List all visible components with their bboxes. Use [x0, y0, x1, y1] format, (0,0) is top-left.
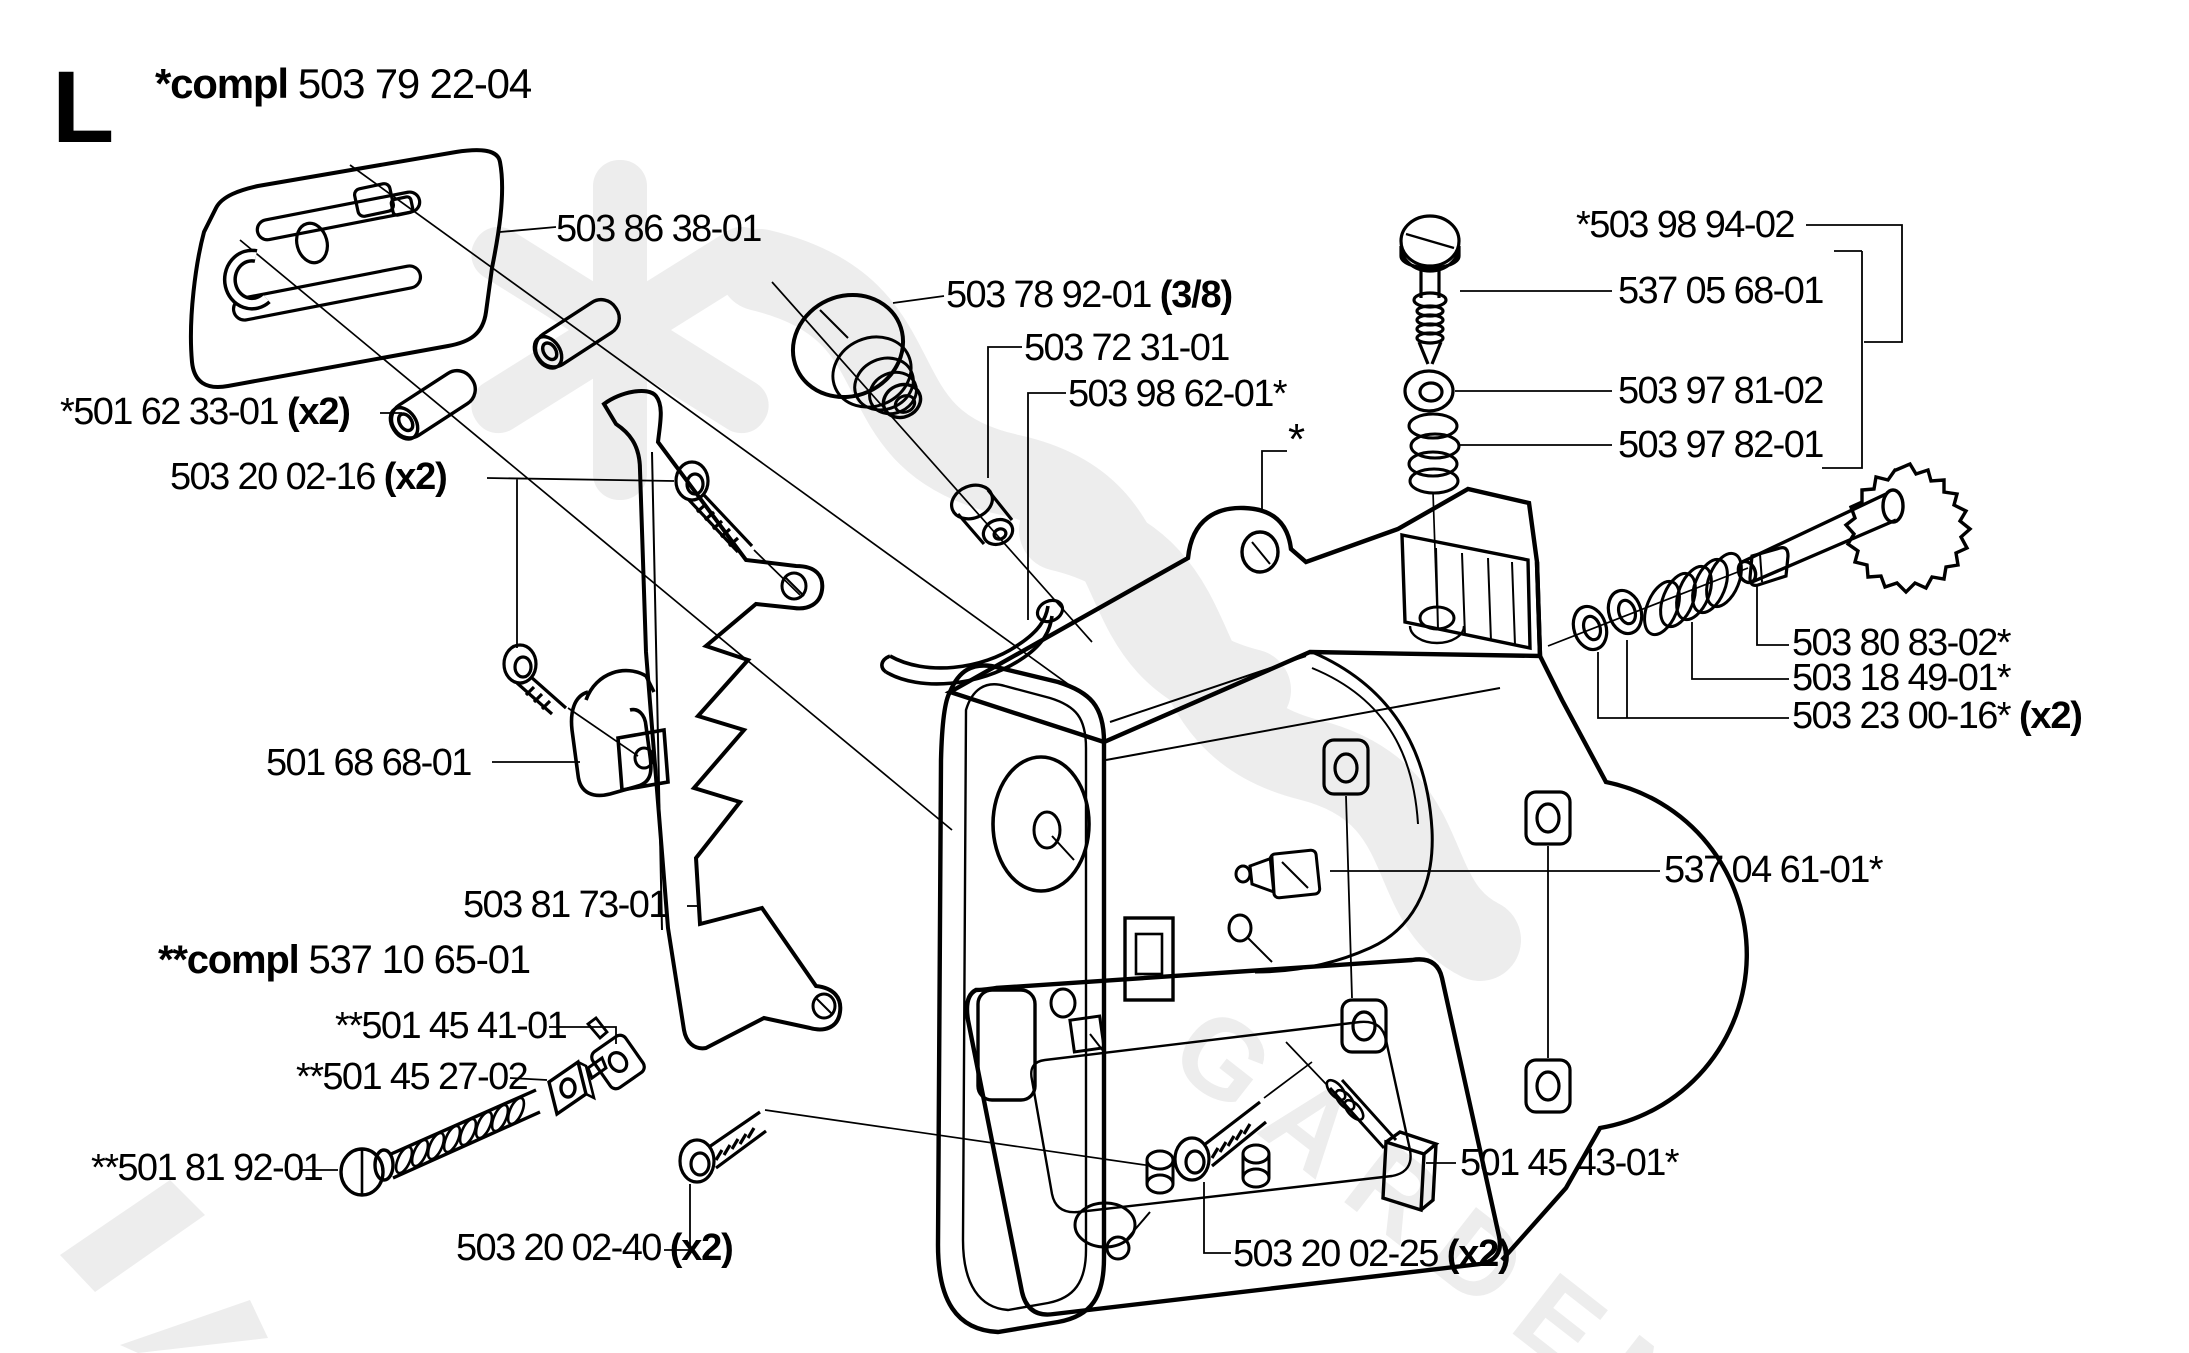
crankcase-body	[880, 486, 1749, 1335]
asterisk-callout: *	[1288, 415, 1306, 464]
oil-grommet	[790, 292, 923, 420]
part-label-503-23-00-16: 503 23 00-16*(x2)	[1792, 695, 2083, 737]
screw-4543-square-head	[1325, 1078, 1440, 1213]
part-label-501-45-43-01: 501 45 43-01*	[1460, 1142, 1680, 1184]
part-label-537-04-61-01: 537 04 61-01*	[1664, 849, 1884, 891]
part-label-503-20-02-40: 503 20 02-40(x2)	[456, 1227, 734, 1269]
assembly-axis-lines	[239, 164, 1749, 1167]
chain-guide-clip	[569, 668, 670, 798]
part-label-503-86-38-01: 503 86 38-01	[556, 208, 762, 250]
tensioner-washers	[1571, 588, 1644, 652]
watermark-swoosh	[719, 229, 1521, 981]
part-label-503-18-49-01: 503 18 49-01*	[1792, 657, 2012, 699]
tensioner-screw-vertical	[1399, 214, 1461, 365]
tensioner-key	[1748, 546, 1790, 587]
square-nut-4527	[547, 1055, 608, 1117]
screw-2016-a	[674, 460, 754, 554]
collar-pin-2	[388, 368, 477, 441]
part-label-503-20-02-16: 503 20 02-16(x2)	[170, 456, 448, 498]
part-label-503-80-83-02: 503 80 83-02*	[1792, 622, 2012, 664]
part-label-537-05-68-01: 537 05 68-01	[1618, 270, 1824, 312]
bolt-2040	[678, 1110, 767, 1184]
tensioner-spring-horizontal	[1643, 551, 1743, 637]
guide-plate	[188, 148, 505, 389]
bolt-2025	[1173, 1100, 1268, 1182]
part-label-501-68-68-01: 501 68 68-01	[266, 742, 472, 784]
leader-lines	[299, 224, 1903, 1254]
tensioner-gear-screw	[1736, 461, 1973, 595]
part-label-503-81-73-01: 503 81 73-01	[463, 884, 669, 926]
baffle-plate	[601, 388, 843, 1051]
part-label-503-98-62-01: 503 98 62-01*	[1068, 373, 1288, 415]
part-label-501-62-33-01: *501 62 33-01(x2)	[60, 391, 351, 433]
part-label-501-45-27-02: **501 45 27-02	[296, 1056, 529, 1098]
tensioner-spring-vertical	[1407, 412, 1461, 495]
tensioner-washer	[1403, 369, 1455, 413]
section-letter: L	[52, 50, 115, 164]
part-label-503-98-94-02: *503 98 94-02	[1576, 204, 1796, 246]
bushing	[950, 483, 1015, 547]
part-label-503-72-31-01: 503 72 31-01	[1024, 327, 1230, 369]
watermark-logo	[60, 160, 769, 1353]
part-label-501-45-41-01: **501 45 41-01	[335, 1005, 568, 1047]
part-label-503-20-02-25: 503 20 02-25(x2)	[1233, 1233, 1511, 1275]
adjuster-pin-4541	[585, 1016, 646, 1091]
part-label-501-81-92-01: **501 81 92-01	[91, 1147, 324, 1189]
part-label-503-97-81-02: 503 97 81-02	[1618, 370, 1824, 412]
part-label-503-97-82-01: 503 97 82-01	[1618, 424, 1824, 466]
bolt-8192-long	[339, 1088, 541, 1197]
collar-pin-1	[532, 297, 621, 370]
screw-2016-b	[502, 643, 568, 716]
part-label-503-78-92-01: 503 78 92-01(3/8)	[946, 274, 1233, 316]
